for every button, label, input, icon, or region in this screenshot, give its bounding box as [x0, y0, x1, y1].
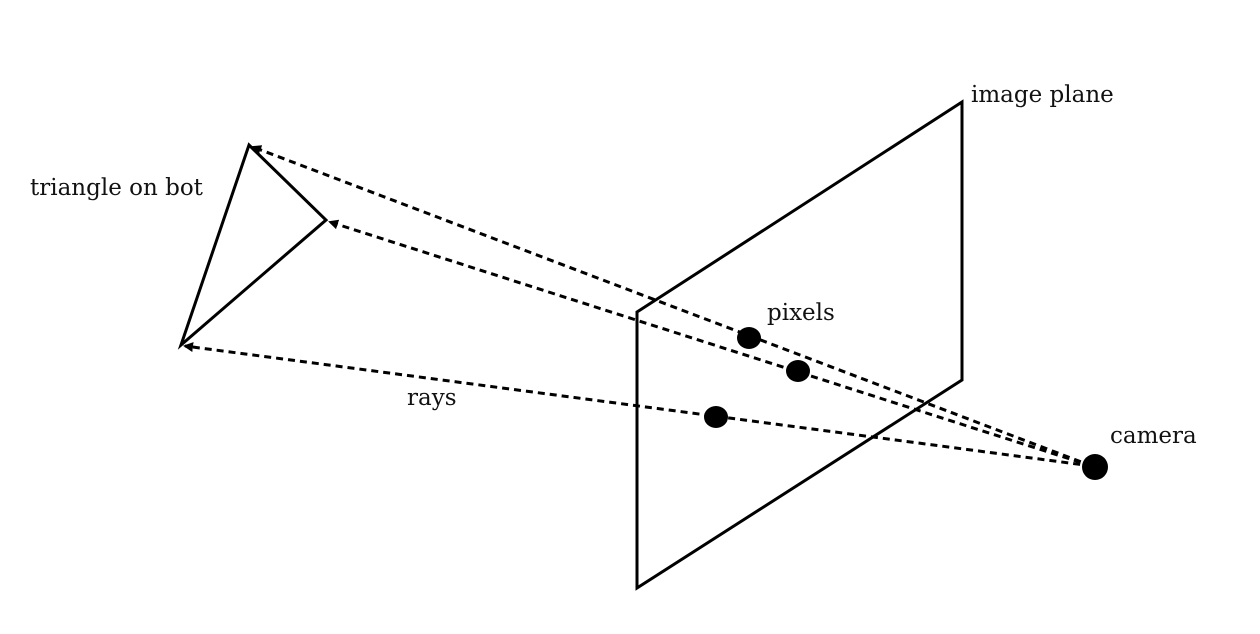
ray-to-bottom-vertex [183, 342, 1093, 468]
triangle-label: triangle on bot [30, 175, 204, 201]
ray-to-top-vertex [251, 145, 1093, 468]
triangle-shape [177, 142, 329, 350]
rays-label: rays [407, 385, 457, 411]
image-plane [635, 99, 964, 591]
pixel-dot-middle [786, 360, 810, 382]
pixel-dot-bottom [704, 406, 728, 428]
ray-to-right-vertex [328, 219, 1093, 468]
pixels-label: pixels [767, 300, 835, 326]
image-plane-label: image plane [971, 82, 1114, 108]
camera-dot [1082, 454, 1108, 480]
camera-label: camera [1110, 423, 1197, 449]
pixel-dot-top [737, 327, 761, 349]
